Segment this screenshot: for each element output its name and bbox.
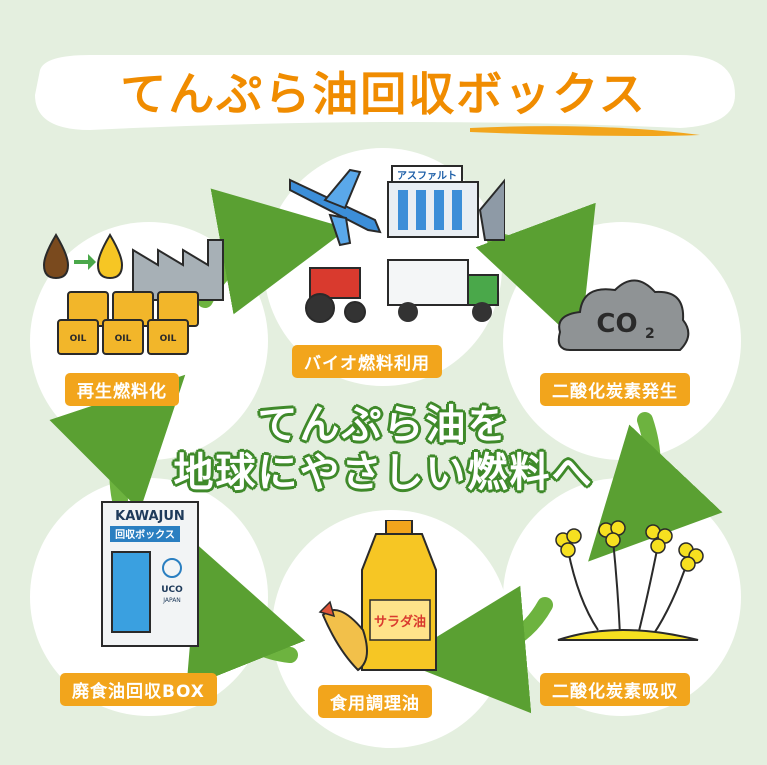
label-co2-absorption: 二酸化炭素吸収 bbox=[540, 673, 690, 706]
co2-subscript: 2 bbox=[645, 326, 655, 342]
oil-bottle-label: サラダ油 bbox=[374, 614, 426, 630]
arrow-cooking-to-box bbox=[186, 545, 306, 689]
oil-drum-label-1: OIL bbox=[70, 334, 87, 344]
label-recycled-fuel: 再生燃料化 bbox=[65, 373, 179, 406]
oil-drums-factory-icon: OIL OIL OIL bbox=[42, 233, 224, 355]
box-brand-text: KAWAJUN bbox=[115, 509, 185, 524]
label-biofuel-use: バイオ燃料利用 bbox=[292, 345, 442, 378]
co2-cloud-icon: CO 2 bbox=[557, 279, 690, 351]
factory-icon bbox=[132, 239, 224, 301]
arrow-biofuel-to-co2 bbox=[475, 202, 596, 345]
salad-oil-bottle-icon: サラダ油 bbox=[318, 520, 437, 672]
oil-drums bbox=[57, 291, 199, 355]
truck-icon bbox=[387, 259, 499, 322]
box-label-text: 回収ボックス bbox=[115, 528, 175, 541]
rapeseed-flowers-icon bbox=[555, 520, 704, 641]
collection-box-icon: KAWAJUN 回収ボックス UCO JAPAN bbox=[101, 501, 199, 647]
oil-drop-icon bbox=[42, 233, 124, 280]
center-text-line-2: 地球にやさしい燃料へ bbox=[173, 450, 594, 496]
asphalt-sign-text: アスファルト bbox=[397, 170, 457, 182]
label-waste-oil-box: 廃食油回収BOX bbox=[60, 673, 217, 706]
title-banner bbox=[35, 55, 735, 136]
oil-drum-label-3: OIL bbox=[160, 334, 177, 344]
box-logo-sub: JAPAN bbox=[162, 597, 181, 604]
center-text-line-1: てんぷら油を bbox=[257, 402, 510, 448]
arrow-box-to-recycled bbox=[49, 374, 186, 511]
biofuel-illustration: アスファルト bbox=[289, 165, 505, 323]
co2-text: CO bbox=[596, 309, 637, 339]
building-icon bbox=[387, 165, 479, 238]
tempura-shrimp-icon bbox=[318, 600, 368, 672]
arrow-absorption-to-cooking bbox=[398, 585, 553, 714]
label-cooking-oil: 食用調理油 bbox=[318, 685, 432, 718]
airplane-icon bbox=[289, 168, 382, 247]
road-icon bbox=[478, 178, 505, 241]
tractor-icon bbox=[305, 267, 366, 323]
arrow-co2-to-absorption bbox=[588, 412, 723, 562]
oil-drum-label-2: OIL bbox=[115, 334, 132, 344]
page-title: てんぷら油回収ボックス bbox=[120, 67, 647, 121]
label-co2-emission: 二酸化炭素発生 bbox=[540, 373, 690, 406]
box-logo-text: UCO bbox=[161, 585, 183, 595]
